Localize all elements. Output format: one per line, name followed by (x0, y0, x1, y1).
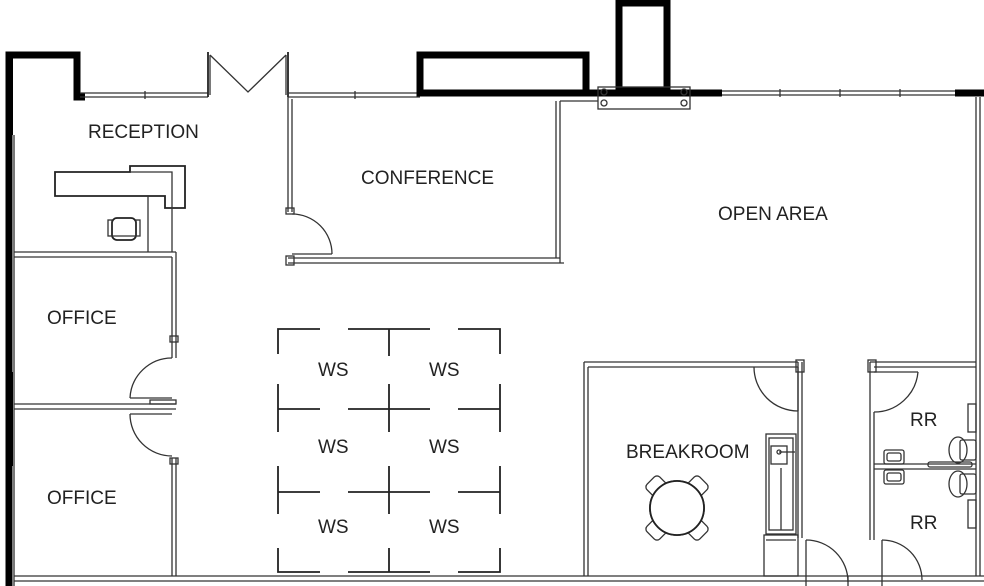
room-label-restroom-2: RR (910, 513, 937, 534)
breakroom-table (645, 475, 709, 541)
workstation-label: WS (318, 360, 349, 381)
column-tall-top (615, 0, 671, 95)
conference-walls (285, 97, 598, 266)
office-1-door[interactable] (129, 357, 173, 399)
breakroom-counter (765, 433, 797, 535)
workstation-label: WS (429, 437, 460, 458)
office-walls (14, 251, 179, 576)
workstation-label: WS (429, 360, 460, 381)
workstation-label: WS (318, 437, 349, 458)
storefront-window-top-middle (288, 91, 420, 99)
room-label-breakroom: BREAKROOM (626, 442, 750, 463)
room-label-conference: CONFERENCE (361, 168, 494, 189)
workstation-label: WS (429, 517, 460, 538)
sink-2 (883, 469, 905, 485)
restroom-1-door[interactable] (873, 371, 919, 413)
breakroom-door[interactable] (753, 366, 799, 412)
room-label-office-2: OFFICE (47, 488, 117, 509)
storefront-window-top-right (722, 89, 984, 97)
room-label-office-1: OFFICE (47, 308, 117, 329)
exterior-wall-bottom (14, 575, 984, 582)
reception-partition (147, 196, 173, 252)
grab-bar (927, 461, 973, 468)
reception-desk (54, 165, 186, 209)
workstation-cluster (277, 328, 501, 573)
office-2-door[interactable] (129, 413, 173, 457)
storefront-window-top-left (80, 91, 208, 99)
exterior-wall-right (975, 97, 981, 362)
workstation-label: WS (318, 517, 349, 538)
room-label-restroom-1: RR (910, 410, 937, 431)
restroom-2-door[interactable] (881, 539, 923, 586)
exterior-wall-top-left (5, 51, 85, 586)
column-detail (597, 86, 691, 110)
room-label-reception: RECEPTION (88, 122, 199, 143)
desk-chair (107, 217, 141, 241)
entry-double-door[interactable] (207, 52, 289, 97)
refrigerator (763, 534, 799, 577)
sink-1 (883, 449, 905, 465)
toilet-1 (948, 403, 977, 464)
toilet-2 (948, 470, 977, 529)
conference-door[interactable] (291, 213, 333, 255)
restroom-walls (867, 359, 981, 576)
breakroom-walls (583, 359, 805, 576)
exit-door-bottom-left[interactable] (805, 539, 849, 586)
exterior-wall-left-dark (6, 55, 15, 586)
room-label-open-area: OPEN AREA (718, 204, 828, 225)
